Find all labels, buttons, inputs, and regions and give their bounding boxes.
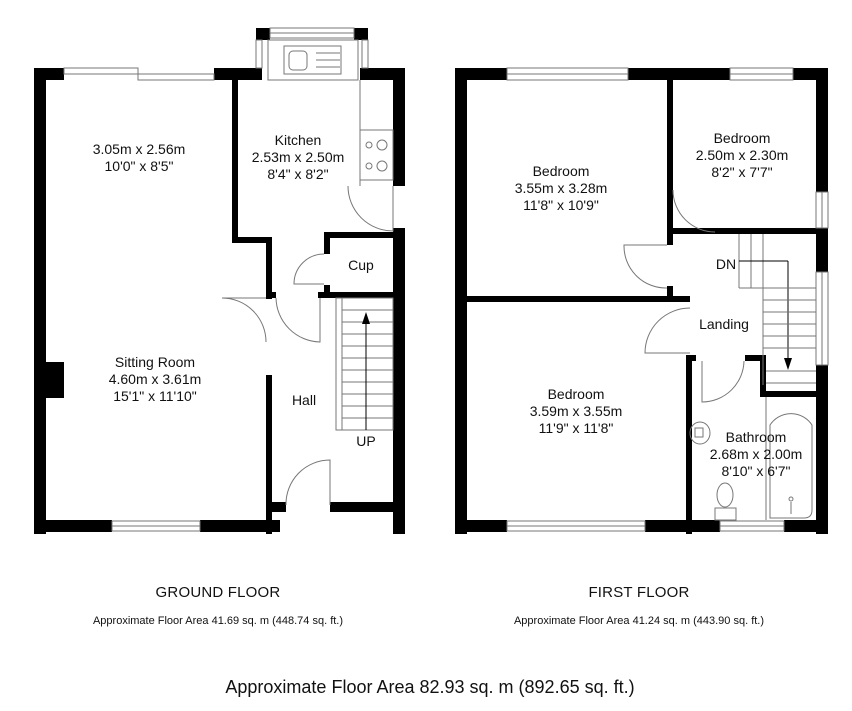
room-label-landing: Landing xyxy=(699,316,749,332)
room-label-bedroom-3: Bedroom 3.59m x 3.55m 11'9" x 11'8" xyxy=(530,386,623,437)
total-floor-area: Approximate Floor Area 82.93 sq. m (892.… xyxy=(225,677,635,697)
room-name: Sitting Room xyxy=(114,354,196,370)
room-name: Kitchen xyxy=(274,132,322,148)
room-imperial: 8'10" x 6'7" xyxy=(721,463,791,479)
room-imperial: 8'2" x 7'7" xyxy=(711,164,773,180)
room-metric: 2.50m x 2.30m xyxy=(695,147,789,163)
room-label-bedroom-1: Bedroom 3.55m x 3.28m 11'8" x 10'9" xyxy=(515,163,608,214)
room-name: Bedroom xyxy=(713,130,771,146)
first-floor-plan xyxy=(455,68,828,534)
stairs-down-label: DN xyxy=(715,256,737,272)
room-imperial: 8'4" x 8'2" xyxy=(267,166,329,182)
room-imperial: 10'0" x 8'5" xyxy=(104,158,174,174)
ground-floor-area: Approximate Floor Area 41.69 sq. m (448.… xyxy=(92,615,344,627)
room-metric: 3.05m x 2.56m xyxy=(92,141,186,157)
room-label-cup: Cup xyxy=(348,257,374,273)
room-imperial: 11'8" x 10'9" xyxy=(523,197,599,213)
room-metric: 4.60m x 3.61m xyxy=(108,371,202,387)
stairs-up-label: UP xyxy=(356,433,376,449)
room-name: Bedroom xyxy=(532,163,590,179)
room-metric: 2.53m x 2.50m xyxy=(251,149,345,165)
first-floor-title: FIRST FLOOR xyxy=(588,584,690,601)
room-label-hall: Hall xyxy=(291,392,317,408)
room-label-bedroom-2: Bedroom 2.50m x 2.30m 8'2" x 7'7" xyxy=(696,130,789,181)
room-metric: 2.68m x 2.00m xyxy=(709,446,803,462)
room-imperial: 11'9" x 11'8" xyxy=(538,420,614,436)
room-name: Bedroom xyxy=(547,386,605,402)
room-label-kitchen: Kitchen 2.53m x 2.50m 8'4" x 8'2" xyxy=(252,132,345,183)
first-floor-area: Approximate Floor Area 41.24 sq. m (443.… xyxy=(513,615,765,627)
room-label-ground-rear: 3.05m x 2.56m 10'0" x 8'5" xyxy=(93,141,186,175)
ground-floor-title: GROUND FLOOR xyxy=(155,584,281,601)
up-arrow-icon xyxy=(362,312,370,324)
room-metric: 3.55m x 3.28m xyxy=(514,180,608,196)
down-arrow-icon xyxy=(784,358,792,370)
room-label-sitting-room: Sitting Room 4.60m x 3.61m 15'1" x 11'10… xyxy=(109,354,202,405)
ground-floor-plan xyxy=(34,28,405,534)
room-label-bathroom: Bathroom 2.68m x 2.00m 8'10" x 6'7" xyxy=(710,429,803,480)
room-metric: 3.59m x 3.55m xyxy=(529,403,623,419)
room-imperial: 15'1" x 11'10" xyxy=(113,388,197,404)
room-name: Bathroom xyxy=(725,429,787,445)
